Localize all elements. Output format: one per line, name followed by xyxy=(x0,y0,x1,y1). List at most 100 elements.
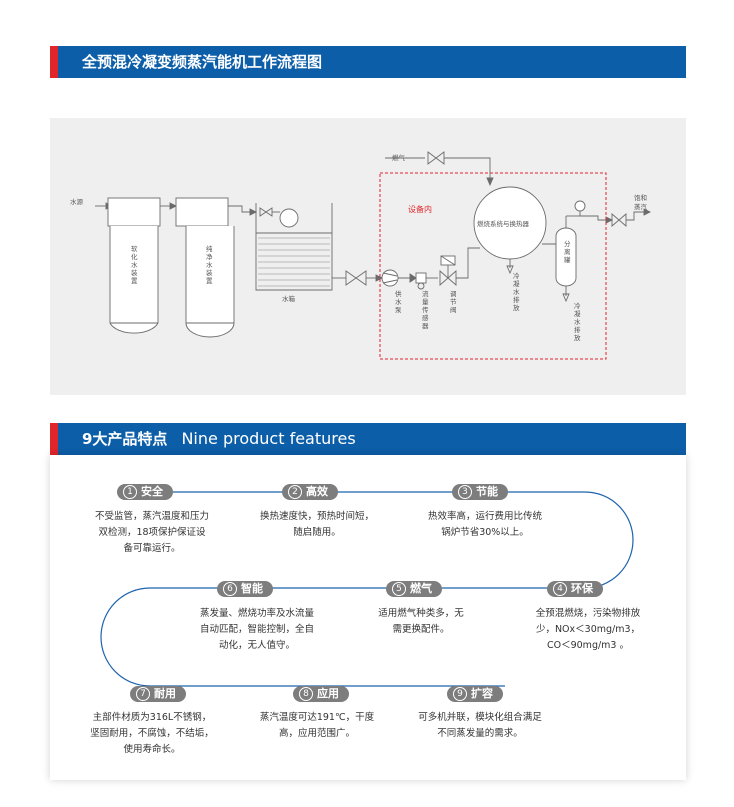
feature-description-line: 动化，无人值守。 xyxy=(218,640,295,651)
feature-badge-4: 4 环保 xyxy=(547,581,603,597)
feature-badge-1: 1 安全 xyxy=(117,484,173,500)
feature-number: 1 xyxy=(123,485,137,499)
feature-name: 环保 xyxy=(571,582,593,595)
feature-description-line: 可多机并联，模块化组合满足 xyxy=(418,712,542,723)
feature-description-3: 热效率高，运行费用比传统锅炉节省30%以上。 xyxy=(410,509,560,541)
tank-inlet-valve xyxy=(259,207,267,217)
flow-section-title: 全预混冷凝变频蒸汽能机工作流程图 xyxy=(82,53,323,71)
feature-description-5: 适用燃气种类多，无需更换配件。 xyxy=(346,606,496,638)
feature-description-2: 换热速度快，预热时间短， 随启随用。 xyxy=(242,509,392,541)
feature-description-8: 蒸汽温度可达191℃，干度高，应用范围广。 xyxy=(242,710,392,742)
feature-name: 节能 xyxy=(476,485,498,498)
feature-description-line: 双检测，18项保护保证设 xyxy=(98,527,206,538)
feature-badge-3: 3 节能 xyxy=(452,484,508,500)
label-condensate-discharge-2: 冷凝水排放 xyxy=(574,301,581,342)
label-saturated-steam-2: 蒸汽 xyxy=(634,202,648,211)
feature-description-9: 可多机并联，模块化组合满足不同蒸发量的需求。 xyxy=(405,710,555,742)
feature-description-4: 全预混燃烧，污染物排放少，NOx＜30mg/m3， CO＜90mg/m3 。 xyxy=(513,606,663,654)
feature-number: 2 xyxy=(288,485,302,499)
features-title: 9大产品特点 xyxy=(82,430,168,448)
label-saturated-steam-1: 饱和 xyxy=(634,193,647,202)
feature-description-line: 需更换配件。 xyxy=(392,624,450,635)
feature-description-line: 换热速度快，预热时间短， xyxy=(259,511,374,522)
feature-number: 9 xyxy=(453,687,467,701)
label-combustion-system: 燃烧系统与换热器 xyxy=(477,219,530,228)
float-ball xyxy=(279,208,299,228)
feature-description-line: 不受监管，蒸汽温度和压力 xyxy=(94,511,209,522)
features-path-svg xyxy=(100,491,634,687)
feature-number: 5 xyxy=(392,582,406,596)
label-softener: 软化水装置 xyxy=(131,244,138,285)
label-purifier: 纯净水装置 xyxy=(206,244,213,285)
process-flow-diagram: 水源 燃气 设备内 燃烧系统与换热器 水箱 饱和 蒸汽 软化水装置 纯净水装置供水… xyxy=(50,118,686,395)
label-condensate-discharge: 冷凝水排放 xyxy=(513,271,520,312)
separator-tank xyxy=(555,227,577,287)
features-connecting-path xyxy=(100,491,634,687)
feature-description-line: 全预混燃烧，污染物排放 xyxy=(535,608,641,619)
feature-description-line: CO＜90mg/m3 。 xyxy=(546,640,629,651)
feature-name: 耐用 xyxy=(154,687,176,700)
feature-description-line: 锅炉节省30%以上。 xyxy=(441,527,529,538)
feature-number: 4 xyxy=(553,582,567,596)
feature-number: 8 xyxy=(299,687,313,701)
regulating-valve xyxy=(439,270,449,286)
feature-badge-9: 9 扩容 xyxy=(447,686,503,702)
feature-description-line: 坚固耐用，不腐蚀，不结垢， xyxy=(90,728,214,739)
feature-badge-5: 5 燃气 xyxy=(386,581,442,597)
feature-description-6: 蒸发量、燃烧功率及水流量自动匹配，智能控制，全自动化，无人值守。 xyxy=(182,606,332,654)
feature-name: 安全 xyxy=(141,485,163,498)
feature-description-line: 热效率高，运行费用比传统 xyxy=(427,511,542,522)
feature-description-line: 备可靠运行。 xyxy=(123,543,181,554)
label-water-tank: 水箱 xyxy=(282,294,296,303)
feature-badge-6: 6 智能 xyxy=(217,581,273,597)
label-flow-sensor: 流量传感器 xyxy=(422,289,429,330)
feature-badge-2: 2 高效 xyxy=(282,484,338,500)
feature-name: 扩容 xyxy=(471,687,493,700)
feature-badge-7: 7 耐用 xyxy=(130,686,186,702)
feature-description-1: 不受监管，蒸汽温度和压力双检测，18项保护保证设备可靠运行。 xyxy=(77,509,227,557)
gas-valve xyxy=(427,151,437,165)
feature-badge-8: 8 应用 xyxy=(293,686,349,702)
feature-description-line: 少，NOx＜30mg/m3， xyxy=(535,624,641,635)
feature-number: 3 xyxy=(458,485,472,499)
feature-description-line: 适用燃气种类多，无 xyxy=(378,608,464,619)
label-equipment-inside: 设备内 xyxy=(408,204,432,214)
feature-description-line: 蒸发量、燃烧功率及水流量 xyxy=(199,608,314,619)
label-fuel-gas: 燃气 xyxy=(392,153,406,162)
feature-number: 6 xyxy=(223,582,237,596)
tank-water-hatch xyxy=(258,237,330,287)
feature-description-line: 随启随用。 xyxy=(293,527,341,538)
label-supply-pump: 供水泵 xyxy=(395,289,402,314)
feature-description-line: 蒸汽温度可达191℃，干度 xyxy=(259,712,375,723)
label-water-source: 水源 xyxy=(70,197,84,206)
water-tank xyxy=(255,203,333,291)
feature-description-line: 主部件材质为316L不锈钢， xyxy=(92,712,212,723)
feature-description-line: 不同蒸发量的需求。 xyxy=(437,728,523,739)
feature-name: 燃气 xyxy=(410,582,432,595)
supply-pump xyxy=(381,269,399,287)
equipment-boundary xyxy=(379,172,607,360)
feature-description-7: 主部件材质为316L不锈钢， 坚固耐用，不腐蚀，不结垢， 使用寿命长。 xyxy=(77,710,227,758)
feature-name: 智能 xyxy=(241,582,263,595)
purifier-head xyxy=(175,197,229,227)
softener-head xyxy=(107,197,161,227)
feature-description-line: 使用寿命长。 xyxy=(123,744,181,755)
pressure-gauge xyxy=(574,200,586,212)
feature-name: 应用 xyxy=(317,687,339,700)
process-flow-svg: 水源 燃气 设备内 燃烧系统与换热器 水箱 饱和 蒸汽 软化水装置 纯净水装置供水… xyxy=(70,151,652,360)
purifier-body xyxy=(185,226,235,338)
feature-number: 7 xyxy=(136,687,150,701)
header-accent-bar xyxy=(50,46,58,78)
valve-main xyxy=(345,270,357,286)
pipe-to-tank xyxy=(228,205,250,213)
feature-name: 高效 xyxy=(306,485,328,498)
flow-sensor xyxy=(415,272,427,284)
features-panel: 1 安全不受监管，蒸汽温度和压力双检测，18项保护保证设备可靠运行。 2 高效换热速度… xyxy=(50,455,686,780)
steam-valve xyxy=(611,213,620,227)
label-regulating-valve: 调节阀 xyxy=(450,289,457,314)
flow-section-header: 全预混冷凝变频蒸汽能机工作流程图 xyxy=(50,46,686,78)
header-accent-bar-2 xyxy=(50,423,58,455)
feature-description-line: 高，应用范围广。 xyxy=(278,728,355,739)
